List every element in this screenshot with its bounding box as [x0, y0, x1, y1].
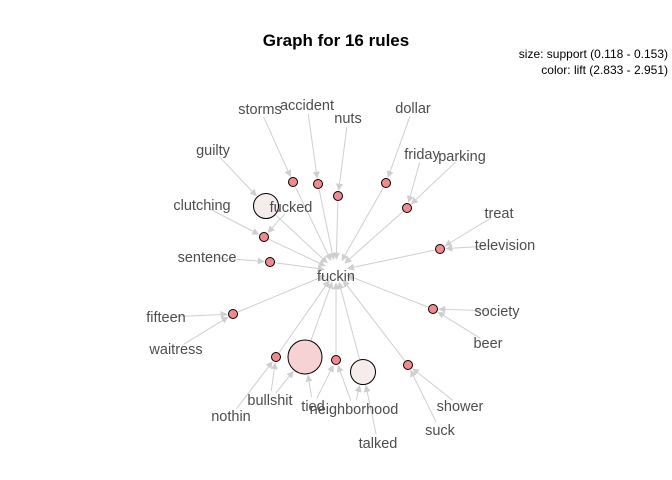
edge-r10-to-consequent — [237, 274, 326, 313]
edge-nuts-to-r3 — [336, 126, 348, 191]
item-label-accident: accident — [280, 98, 334, 114]
item-label-shower: shower — [437, 399, 484, 415]
item-label-bullshit: bullshit — [247, 393, 292, 409]
edge-dollar-to-r4 — [386, 116, 411, 179]
edge-r13-to-consequent — [310, 281, 334, 341]
edge-fucked-to-r7 — [267, 213, 286, 234]
legend-color: color: lift (2.833 - 2.951) — [541, 63, 668, 77]
item-label-dollar: dollar — [395, 101, 431, 117]
edge-r7-to-consequent — [268, 238, 326, 267]
edge-nothin-to-r12 — [236, 361, 273, 410]
edge-r9-to-consequent — [275, 262, 325, 272]
chart-title: Graph for 16 rules — [263, 31, 409, 50]
edge-r15-to-consequent — [337, 281, 360, 360]
edge-r16-to-consequent — [342, 279, 406, 361]
rule-node-r6 — [402, 203, 412, 213]
item-label-tied: tied — [301, 399, 324, 415]
edge-parking-to-r6 — [410, 161, 456, 205]
item-label-clutching: clutching — [173, 198, 230, 214]
item-label-suck: suck — [425, 423, 456, 439]
edge-neighborhood-to-r15 — [354, 384, 362, 401]
rule-node-r11 — [428, 304, 438, 314]
edge-guilty-to-r5 — [218, 156, 257, 197]
legend-size: size: support (0.118 - 0.153) — [519, 47, 668, 61]
edge-bullshit-to-r12 — [270, 362, 278, 392]
rule-node-r10 — [228, 309, 238, 319]
item-label-treat: treat — [484, 206, 513, 222]
rule-node-r12 — [271, 352, 281, 362]
rule-node-r8 — [435, 244, 445, 254]
edge-sentence-to-r9 — [215, 257, 265, 265]
consequent-label: fuckin — [317, 269, 355, 285]
item-label-television: television — [475, 238, 535, 254]
edge-storms-to-r1 — [263, 116, 292, 178]
item-label-fifteen: fifteen — [146, 310, 186, 326]
edge-bullshit-to-r13 — [275, 370, 294, 394]
edge-r6-to-consequent — [344, 211, 404, 264]
rule-node-r1 — [288, 177, 298, 187]
rule-node-r16 — [403, 360, 413, 370]
rule-node-r9 — [265, 257, 275, 267]
rule-node-r2 — [313, 179, 323, 189]
item-label-guilty: guilty — [196, 143, 231, 159]
edge-r11-to-consequent — [346, 274, 429, 308]
rule-node-r13 — [287, 339, 323, 375]
edge-television-to-r8 — [445, 244, 497, 252]
rule-node-r5 — [253, 193, 279, 219]
item-label-nothin: nothin — [211, 409, 251, 425]
edge-accident-to-r2 — [307, 113, 320, 179]
edge-r1-to-consequent — [294, 186, 332, 261]
rule-node-r7 — [259, 232, 269, 242]
item-label-society: society — [474, 304, 520, 320]
item-label-friday: friday — [404, 147, 440, 163]
item-label-beer: beer — [473, 336, 502, 352]
edge-friday-to-r6 — [406, 162, 421, 203]
edge-shower-to-r16 — [412, 368, 454, 401]
edge-tied-to-r14 — [316, 364, 334, 399]
item-label-neighborhood: neighborhood — [310, 402, 399, 418]
nodes-layer — [228, 177, 445, 385]
item-label-fucked: fucked — [270, 200, 313, 216]
edge-r3-to-consequent — [332, 201, 340, 260]
item-label-parking: parking — [438, 149, 486, 165]
edge-society-to-r11 — [438, 305, 489, 313]
edge-fifteen-to-r10 — [174, 311, 228, 319]
edge-waitress-to-r10 — [183, 316, 229, 345]
rule-node-r4 — [381, 178, 391, 188]
edge-r5-to-consequent — [275, 214, 328, 264]
item-label-talked: talked — [359, 436, 398, 452]
item-label-sentence: sentence — [178, 250, 237, 266]
edge-treat-to-r8 — [444, 217, 492, 247]
item-label-storms: storms — [238, 102, 282, 118]
edge-neighborhood-to-r14 — [336, 364, 352, 401]
rule-node-r15 — [350, 359, 376, 385]
edge-r4-to-consequent — [341, 187, 384, 262]
edge-r2-to-consequent — [318, 189, 336, 260]
edge-beer-to-r11 — [437, 311, 481, 339]
edge-r8-to-consequent — [347, 249, 435, 271]
edge-clutching-to-r7 — [209, 208, 260, 235]
item-label-nuts: nuts — [334, 111, 361, 127]
edge-tied-to-r13 — [305, 374, 313, 398]
rule-node-r3 — [333, 191, 343, 201]
edge-talked-to-r15 — [363, 385, 377, 435]
rule-node-r14 — [331, 355, 341, 365]
edge-r12-to-consequent — [278, 280, 330, 353]
edges-layer — [174, 113, 497, 435]
edge-suck-to-r16 — [410, 369, 437, 423]
item-label-waitress: waitress — [148, 342, 202, 358]
